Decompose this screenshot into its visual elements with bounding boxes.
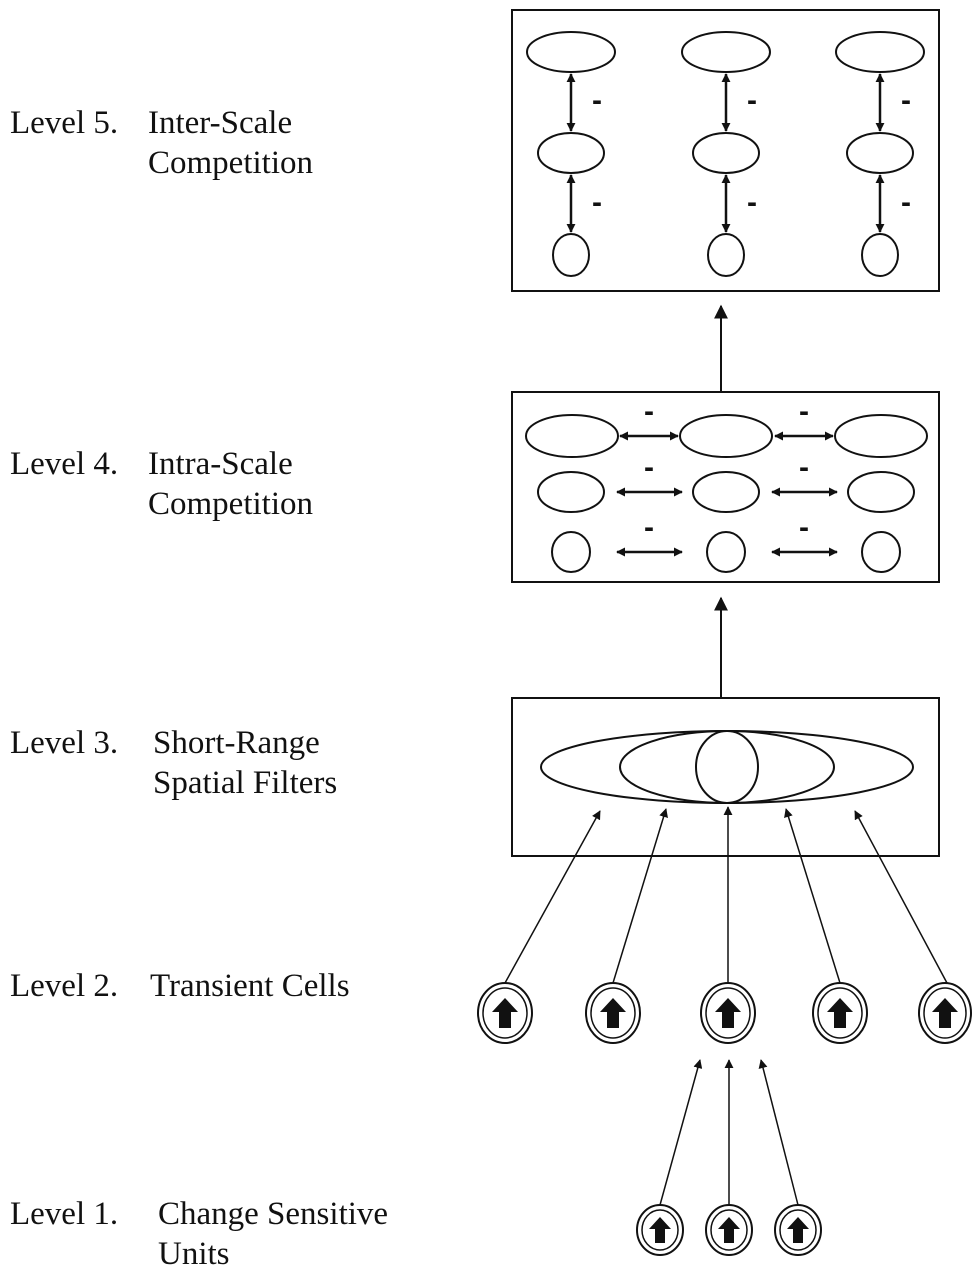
level-1-change-sensitive-units — [636, 1204, 822, 1256]
l5-minus-sign: - — [901, 84, 911, 117]
l4-minus-sign: - — [799, 395, 809, 428]
l4-unit-large-3 — [834, 414, 928, 458]
level-3-number: Level 3. — [10, 725, 119, 761]
level-4-units — [525, 414, 928, 573]
arrow-cell2-to-filter — [612, 808, 668, 984]
l3-filter-wide — [540, 730, 914, 804]
up-arrow-icon — [715, 998, 741, 1028]
l4-unit-medium-2 — [692, 471, 760, 513]
level-2-title: Transient Cells — [150, 968, 350, 1004]
l5-minus-sign: - — [592, 186, 602, 219]
l4-minus-sign: - — [644, 451, 654, 484]
l5-unit-small-1 — [552, 233, 590, 277]
up-arrow-icon — [827, 998, 853, 1028]
level-2-transient-cells — [477, 982, 972, 1044]
l5-unit-large-2 — [681, 31, 771, 73]
up-arrow-icon — [787, 1217, 809, 1243]
l5-unit-large-1 — [526, 31, 616, 73]
level-1-to-level-2-arrows — [659, 1059, 799, 1206]
level-2-number: Level 2. — [10, 968, 119, 1004]
transient-cell-1 — [477, 982, 533, 1044]
level-5-title-line2: Competition — [148, 145, 313, 181]
l4-minus-sign: - — [799, 451, 809, 484]
level-5-box — [511, 9, 940, 292]
l4-unit-medium-3 — [847, 471, 915, 513]
level-1-title: Change Sensitive — [158, 1196, 389, 1232]
l5-unit-medium-1 — [537, 132, 605, 174]
level-3-label: Level 3. Short-Range Spatial Filters — [10, 723, 370, 803]
level-5-units — [526, 31, 925, 277]
level-5-title: Inter-Scale — [148, 105, 293, 141]
level-4-title-line2: Competition — [148, 486, 313, 522]
transient-cell-3 — [700, 982, 756, 1044]
transient-cell-4 — [812, 982, 868, 1044]
change-sensitive-unit-2 — [705, 1204, 753, 1256]
l3-filter-medium — [619, 730, 835, 804]
l5-minus-sign: - — [592, 84, 602, 117]
l5-unit-small-2 — [707, 233, 745, 277]
level-5-label: Level 5. Inter-Scale Competition — [10, 103, 350, 183]
level-4-box — [511, 391, 940, 583]
arrow-cell5-to-filter — [854, 810, 948, 984]
level-2-label: Level 2. Transient Cells — [10, 966, 380, 1006]
l5-unit-large-3 — [835, 31, 925, 73]
l4-minus-sign: - — [799, 511, 809, 544]
l4-unit-small-1 — [551, 531, 591, 573]
level-5-number: Level 5. — [10, 105, 119, 141]
level-1-label: Level 1. Change Sensitive Units — [10, 1194, 430, 1274]
l4-unit-large-1 — [525, 414, 619, 458]
change-sensitive-unit-3 — [774, 1204, 822, 1256]
transient-cell-5 — [918, 982, 972, 1044]
l4-unit-medium-1 — [537, 471, 605, 513]
level-4-label: Level 4. Intra-Scale Competition — [10, 444, 350, 524]
up-arrow-icon — [718, 1217, 740, 1243]
level-2-to-level-3-arrows — [504, 806, 948, 984]
up-arrow-icon — [932, 998, 958, 1028]
arrow-cell1-to-filter — [504, 810, 601, 984]
l4-unit-large-2 — [679, 414, 773, 458]
level-3-box — [511, 697, 940, 857]
level-1-title-line2: Units — [158, 1236, 230, 1272]
arrow-unit3-to-cell — [758, 1059, 799, 1206]
l5-unit-medium-3 — [846, 132, 914, 174]
level-4-number: Level 4. — [10, 446, 119, 482]
transient-cell-2 — [585, 982, 641, 1044]
up-arrow-icon — [649, 1217, 671, 1243]
l4-minus-sign: - — [644, 511, 654, 544]
arrow-cell4-to-filter — [784, 808, 841, 984]
l3-filter-narrow — [695, 730, 759, 804]
level-3-title: Short-Range — [153, 725, 320, 761]
level-4-title: Intra-Scale — [148, 446, 293, 482]
l4-unit-small-3 — [861, 531, 901, 573]
l5-unit-medium-2 — [692, 132, 760, 174]
arrow-unit1-to-cell — [659, 1059, 703, 1206]
up-arrow-icon — [600, 998, 626, 1028]
l4-minus-sign: - — [644, 395, 654, 428]
l5-minus-sign: - — [747, 186, 757, 219]
l5-unit-small-3 — [861, 233, 899, 277]
level-3-title-line2: Spatial Filters — [153, 765, 338, 801]
l4-unit-small-2 — [706, 531, 746, 573]
level-5-inhibition-arrows — [566, 73, 885, 233]
change-sensitive-unit-1 — [636, 1204, 684, 1256]
level-1-number: Level 1. — [10, 1196, 119, 1232]
l5-minus-sign: - — [747, 84, 757, 117]
level-3-filters — [540, 730, 914, 804]
level-4-inhibition-arrows — [616, 431, 838, 557]
up-arrow-icon — [492, 998, 518, 1028]
l5-minus-sign: - — [901, 186, 911, 219]
